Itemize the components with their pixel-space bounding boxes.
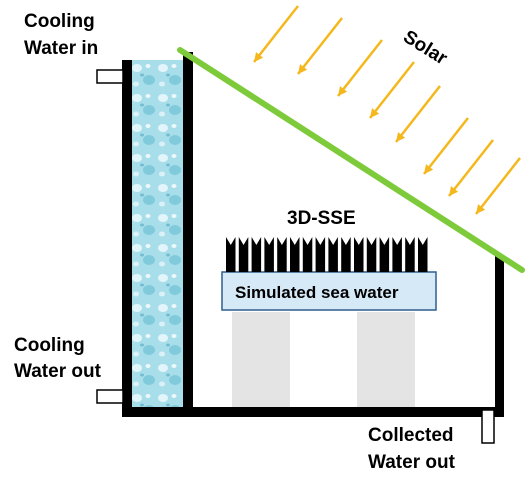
sse-tooth (418, 237, 428, 272)
sse-tooth (354, 237, 364, 272)
sun-ray (395, 85, 441, 143)
collected-water-out-port (481, 409, 495, 444)
still-frame (122, 52, 504, 417)
cooling-out-label-line2: Water out (14, 361, 102, 382)
solar-label: Solar (399, 26, 451, 69)
inner-left-wall (183, 52, 193, 412)
sse-label: 3D-SSE (287, 208, 356, 229)
sun-ray-arrowhead (476, 204, 486, 214)
sse-tooth (238, 237, 249, 272)
sun-ray (423, 117, 469, 175)
sse-tooth (264, 237, 274, 272)
cooling-water-droplets (131, 60, 184, 410)
sun-ray-arrowhead (370, 108, 380, 118)
sun-ray (337, 39, 383, 97)
sse-tooth (226, 237, 236, 272)
sse-tooth (341, 237, 351, 272)
support-leg-right (357, 312, 415, 407)
cooling-in-label-line2: Water in (24, 38, 98, 59)
sun-ray-arrowhead (424, 164, 434, 174)
sun-ray-arrowhead (298, 64, 308, 74)
sea-water-tray (221, 271, 437, 311)
sun-ray (448, 139, 494, 197)
sse-tooth (366, 237, 377, 272)
sse-tooth (290, 237, 300, 272)
sun-ray (369, 61, 415, 119)
support-leg-left (232, 312, 290, 407)
sse-tooth (251, 237, 262, 272)
cooling-out-label-line1: Cooling (14, 335, 85, 356)
sse-evaporator (226, 237, 428, 272)
sun-ray (253, 5, 299, 63)
sea-water-label: Simulated sea water (235, 283, 399, 302)
outer-left-wall (122, 60, 132, 417)
collected-label-line1: Collected (368, 425, 454, 446)
sse-tooth (392, 237, 402, 272)
sun-ray (297, 17, 343, 75)
cooling-water-in-port (96, 69, 124, 84)
cooling-water-out-port (96, 389, 124, 404)
sun-ray-arrowhead (449, 186, 459, 196)
sse-tooth (379, 237, 390, 272)
sun-ray (475, 157, 521, 215)
sse-tooth (315, 237, 326, 272)
sse-tooth (328, 237, 338, 272)
sun-ray-arrowhead (254, 52, 264, 62)
sun-rays (253, 5, 521, 215)
sun-ray-arrowhead (338, 86, 348, 96)
solar-cover (177, 47, 525, 273)
sse-tooth (277, 237, 287, 272)
collected-label-line2: Water out (368, 452, 456, 473)
sun-ray-arrowhead (396, 132, 406, 142)
cooling-in-label-line1: Cooling (24, 11, 95, 32)
sse-tooth (302, 237, 313, 272)
right-wall (495, 256, 504, 417)
sse-tooth (405, 237, 415, 272)
bottom-wall (122, 407, 504, 417)
